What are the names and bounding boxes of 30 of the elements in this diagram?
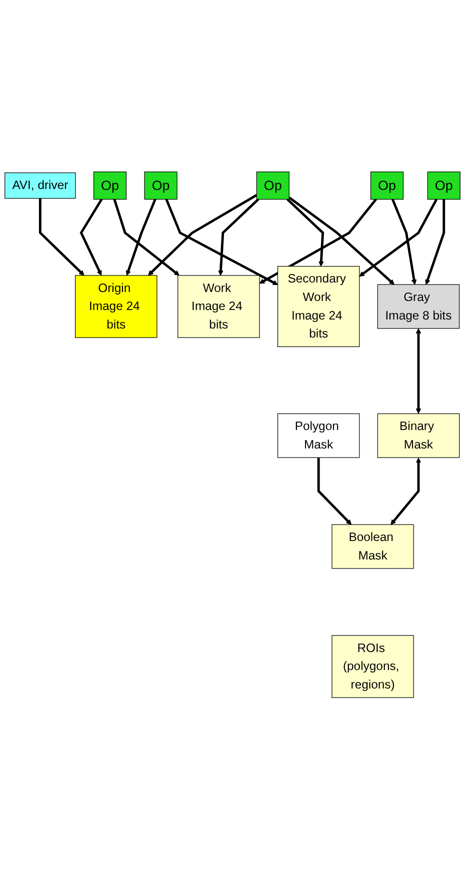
arrow [391, 199, 417, 286]
node-box: Polygon Mask [277, 414, 360, 458]
arrow [286, 198, 324, 267]
arrow [425, 200, 446, 286]
node-box: Op [256, 172, 290, 200]
node-box: Op [370, 172, 404, 200]
node-box: Op [144, 172, 178, 200]
arrow [259, 198, 377, 284]
node-box: Work Image 24 bits [178, 275, 260, 338]
node-box: Binary Mask [377, 414, 460, 458]
node-box: Op [427, 172, 460, 200]
arrow [218, 198, 260, 276]
arrow [317, 458, 352, 526]
arrow [390, 458, 422, 526]
node-box: Origin Image 24 bits [74, 275, 158, 338]
arrow [416, 328, 422, 414]
node-box: AVI, driver [4, 172, 76, 199]
arrow [80, 198, 103, 276]
arrow [126, 199, 156, 276]
node-box: Boolean Mask [332, 524, 414, 570]
node-box: Secondary Work Image 24 bits [277, 266, 360, 348]
arrow [38, 198, 84, 276]
arrow [148, 194, 258, 276]
arrow [288, 196, 394, 286]
node-box: ROIs (polygons, regions) [332, 635, 414, 698]
arrow [359, 198, 438, 277]
arrow [165, 199, 278, 286]
node-box: Op [93, 172, 127, 200]
arrow [113, 199, 180, 276]
node-box: Gray Image 8 bits [377, 284, 460, 329]
